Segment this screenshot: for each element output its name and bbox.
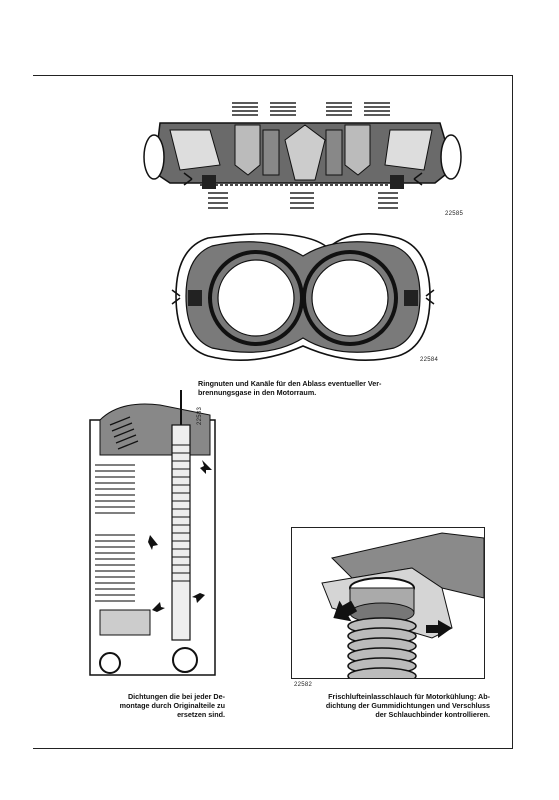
cylinder-head-section-illustration <box>143 102 462 209</box>
caption-gaskets: Dichtungen die bei jeder De- montage dur… <box>119 692 225 719</box>
cooling-hose-illustration <box>321 532 484 678</box>
page-frame <box>33 75 513 749</box>
caption-cooling-hose: Frischlufteinlasschlauch für Motorkühlun… <box>325 692 490 719</box>
figure-number-3: 22583 <box>197 406 203 425</box>
figure-number-4: 22582 <box>294 682 313 688</box>
figure-number-2: 22584 <box>420 357 439 363</box>
caption-ring-grooves: Ringnuten und Kanäle für den Ablass even… <box>198 379 382 397</box>
ring-gasket-illustration <box>171 232 435 361</box>
cooling-hose-inset <box>291 527 485 679</box>
engine-cylinder-section-illustration <box>89 390 216 676</box>
figure-number-1: 22585 <box>445 211 464 217</box>
